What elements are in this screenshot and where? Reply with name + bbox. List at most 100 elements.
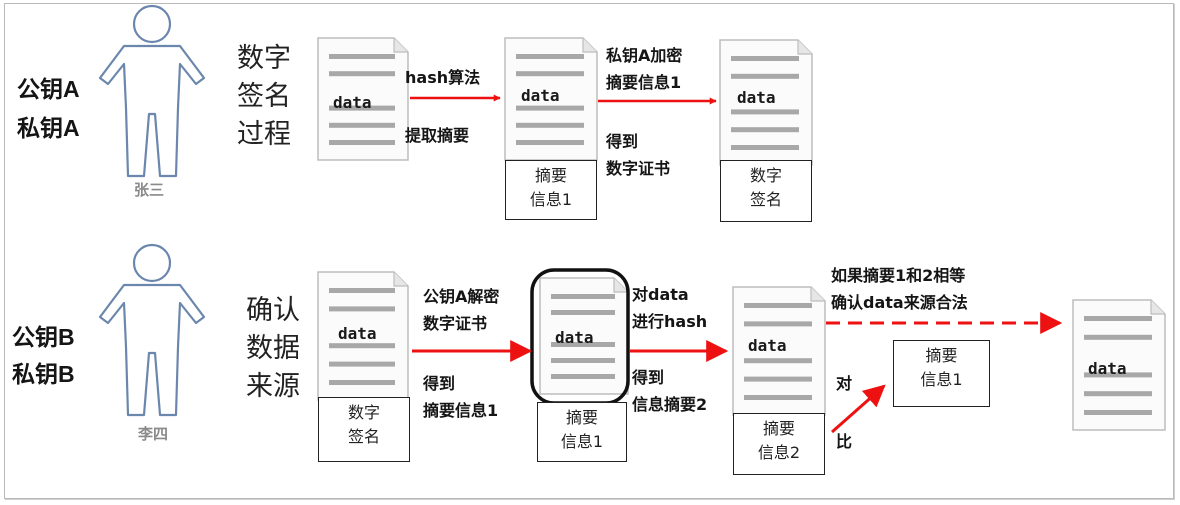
document-page: [317, 37, 409, 161]
document-fold: [810, 287, 825, 302]
document-text-line: [731, 73, 799, 79]
bottom-digest2-box: 摘要 信息2: [733, 413, 825, 475]
bottom-digest1-box-line1: 摘要: [565, 408, 598, 427]
document-data-label: data: [521, 86, 560, 105]
result-label-line1: 如果摘要1和2相等: [831, 266, 966, 285]
document-fold: [797, 40, 812, 55]
top-digest-box: 摘要 信息1: [505, 160, 597, 220]
top-digest-box-line2: 信息1: [529, 190, 573, 209]
document-fold: [613, 278, 628, 293]
bottom-step1-below-line1: 得到: [423, 374, 456, 393]
process-top-title: 数字 签名 过程: [237, 40, 291, 154]
document-fold: [1150, 300, 1165, 315]
person-bottom-name: 李四: [138, 425, 169, 443]
process-top-title-line1: 数字: [237, 43, 291, 74]
document-text-line: [551, 310, 615, 315]
compare-digest-box-line2: 信息1: [920, 370, 963, 389]
person-bottom-private-key: 私钥B: [12, 361, 75, 387]
document-text-line: [329, 140, 395, 145]
document-text-line: [744, 395, 812, 400]
document-text-line: [551, 294, 615, 299]
top-step2-below-line1: 得到: [606, 132, 639, 151]
process-top-title-line3: 过程: [237, 119, 291, 150]
document-page: [732, 286, 826, 416]
compare-label-2: 比: [836, 432, 853, 451]
top-signature-box: 数字 签名: [720, 160, 812, 222]
person-top-public-key: 公钥A: [17, 76, 80, 102]
compare-label-1: 对: [836, 374, 853, 393]
document-data-label: data: [555, 328, 594, 347]
bottom-step2-below-line2: 信息摘要2: [632, 395, 708, 414]
bottom-step2-below: 得到 信息摘要2: [632, 364, 707, 418]
document-text-line: [1084, 316, 1152, 321]
result-label-line2: 确认data来源合法: [831, 293, 968, 312]
document-text-line: [516, 140, 584, 145]
document-text-line: [551, 342, 615, 347]
document-text-line: [329, 54, 395, 59]
document-text-line: [329, 288, 395, 293]
arrow-compare: [831, 384, 886, 434]
bottom-digest1-box: 摘要 信息1: [537, 402, 627, 462]
bottom-step1-above-line1: 公钥A解密: [423, 287, 500, 306]
document-text-line: [731, 127, 799, 133]
bottom-digest2-box-line2: 信息2: [757, 443, 801, 462]
bottom-step1-below: 得到 摘要信息1: [423, 370, 498, 424]
diagram-frame: [4, 3, 1174, 499]
document-data-label: data: [338, 324, 377, 343]
document-page: [317, 271, 409, 401]
bottom-digest2-box-line1: 摘要: [762, 419, 795, 438]
document-text-line: [329, 361, 395, 367]
document-data-label: data: [748, 336, 787, 355]
top-step2-above: 私钥A加密 摘要信息1: [606, 42, 682, 96]
bottom-signature-box-line2: 签名: [347, 427, 380, 446]
document-text-line: [329, 343, 395, 349]
bottom-step2-below-line1: 得到: [632, 368, 665, 387]
document-text-line: [329, 71, 395, 77]
process-bottom-title-line1: 确认: [246, 295, 300, 326]
compare-digest-box: 摘要 信息1: [893, 340, 990, 407]
document-icon: [317, 37, 409, 161]
bottom-step1-below-line2: 摘要信息1: [423, 401, 499, 420]
document-icon: [504, 37, 598, 161]
document-text-line: [1084, 410, 1152, 415]
document-text-line: [744, 303, 812, 308]
document-text-line: [516, 71, 584, 77]
document-page: [504, 37, 598, 161]
bottom-step2-above-line2: 进行hash: [632, 312, 708, 331]
document-text-line: [1084, 391, 1152, 397]
top-step2-above-line2: 摘要信息1: [606, 73, 682, 92]
person-top-private-key: 私钥A: [17, 115, 80, 141]
document-text-line: [329, 122, 395, 128]
document-text-line: [516, 105, 584, 111]
document-text-line: [731, 145, 799, 150]
bottom-digest1-box-line2: 信息1: [560, 432, 604, 451]
person-top-name: 张三: [134, 181, 165, 199]
document-text-line: [731, 109, 799, 115]
document-text-line: [516, 122, 584, 128]
document-text-line: [1084, 334, 1152, 340]
document-page: [1072, 299, 1166, 431]
process-bottom-title-line2: 数据: [246, 333, 300, 364]
compare-digest-box-line1: 摘要: [925, 346, 958, 365]
top-signature-box-line1: 数字: [749, 166, 782, 185]
document-fold: [582, 38, 597, 53]
person-top-figure: [98, 4, 206, 178]
document-icon: [317, 271, 409, 401]
bottom-signature-box: 数字 签名: [318, 397, 410, 462]
document-fold: [393, 38, 408, 53]
top-step1-above: hash算法: [405, 68, 481, 87]
top-step1-below: 提取摘要: [405, 126, 470, 145]
document-page: [719, 39, 813, 166]
top-step2-below-line2: 数字证书: [606, 159, 671, 178]
document-text-line: [329, 306, 395, 312]
bottom-step1-above-line2: 数字证书: [423, 314, 488, 333]
document-text-line: [744, 358, 812, 364]
bottom-step1-above: 公钥A解密 数字证书: [423, 283, 499, 337]
person-bottom-public-key: 公钥B: [12, 324, 75, 350]
document-icon: [1072, 299, 1166, 431]
process-bottom-title: 确认 数据 来源: [246, 292, 300, 406]
top-step2-below: 得到 数字证书: [606, 128, 670, 182]
document-text-line: [1084, 372, 1152, 378]
document-text-line: [731, 56, 799, 61]
